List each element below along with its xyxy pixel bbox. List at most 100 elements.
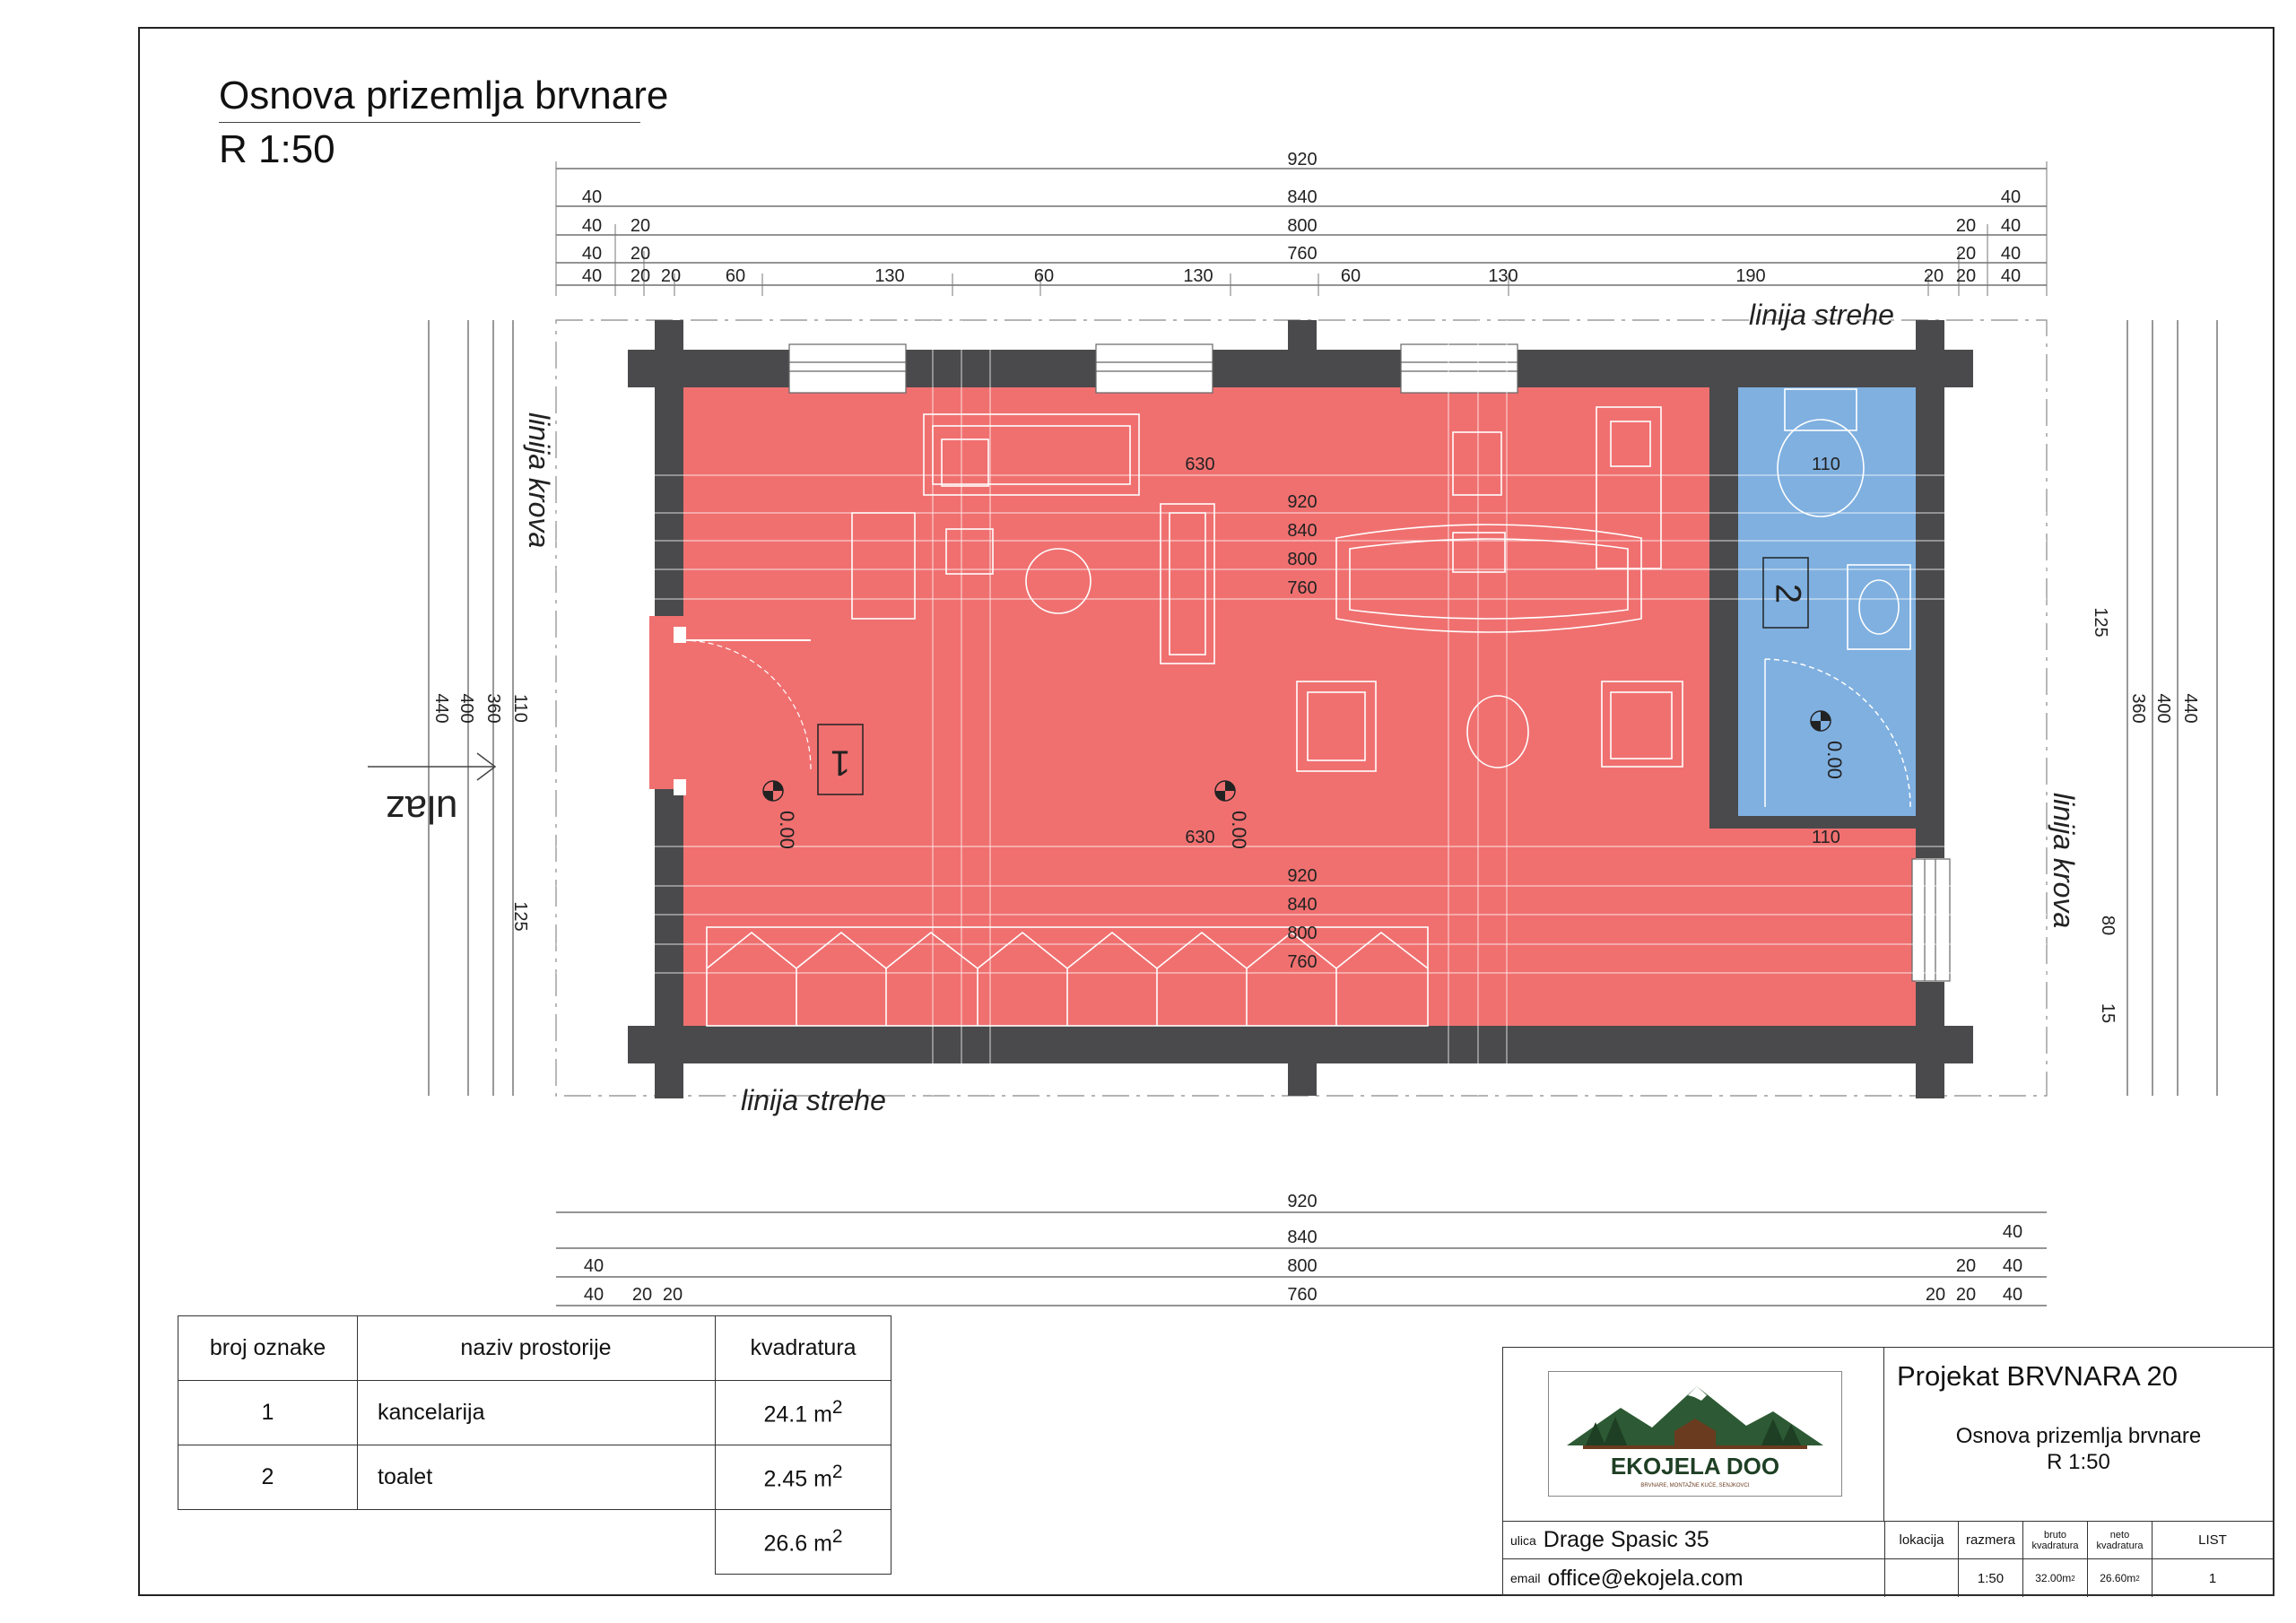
dim-interior-630: 630 <box>1185 455 1214 474</box>
svg-text:20: 20 <box>1956 216 1976 236</box>
svg-text:20: 20 <box>1956 266 1976 286</box>
level-mark-3: 0.00 <box>1823 741 1846 779</box>
level-mark-1: 0.00 <box>776 811 798 849</box>
rooms-header-number: broj oznake <box>178 1315 358 1381</box>
svg-text:130: 130 <box>1183 266 1213 286</box>
svg-text:920: 920 <box>1287 866 1317 886</box>
svg-text:BRVNARE, MONTAŽNE KUĆE, SENJKO: BRVNARE, MONTAŽNE KUĆE, SENJKOVCI <box>1640 1481 1749 1488</box>
svg-text:20: 20 <box>661 266 681 286</box>
svg-text:130: 130 <box>1488 266 1518 286</box>
bottom-dimension-lines <box>556 1211 2047 1306</box>
svg-text:20: 20 <box>632 1285 652 1305</box>
dim-depth-440: 440 <box>431 693 451 723</box>
svg-text:40: 40 <box>582 244 602 264</box>
dim-edge-40: 40 <box>582 187 602 207</box>
svg-text:20: 20 <box>1956 244 1976 264</box>
svg-text:630: 630 <box>1185 828 1214 847</box>
eave-line-label-top: linija strehe <box>1749 299 1894 331</box>
interior-dimension-texts: 630 630 110 110 920 840 800 760 920 840 … <box>1185 455 1840 972</box>
room-number-2: 2 <box>1768 584 1807 603</box>
room-number-1: 1 <box>831 742 850 782</box>
eave-line-label-bottom: linija strehe <box>741 1084 886 1116</box>
svg-text:125: 125 <box>2091 607 2110 637</box>
table-row: 1 kancelarija 24.1 m2 <box>178 1380 891 1445</box>
table-row-total: 26.6 m2 <box>178 1509 891 1575</box>
dim-800: 800 <box>1287 216 1317 236</box>
rooms-header-name: naziv prostorije <box>357 1315 716 1381</box>
svg-text:60: 60 <box>1341 266 1361 286</box>
dim-interior-110: 110 <box>1812 455 1840 474</box>
dim-bottom-760: 760 <box>1287 1285 1317 1305</box>
dim-edge-20: 20 <box>631 216 650 236</box>
dim-depth-360: 360 <box>483 693 503 723</box>
roof-line-label-right: linija krova <box>2048 793 2080 928</box>
title-underline <box>219 122 640 123</box>
entrance-arrow <box>368 752 497 781</box>
project-info-cell: Projekat BRVNARA 20 Osnova prizemlja brv… <box>1884 1348 2273 1522</box>
level-mark-2: 0.00 <box>1228 811 1250 849</box>
dim-920: 920 <box>1287 150 1317 169</box>
svg-text:20: 20 <box>631 266 650 286</box>
dim-840: 840 <box>1287 187 1317 207</box>
svg-text:40: 40 <box>2001 187 2021 207</box>
top-dimension-texts: 920 840 800 760 40 40 40 40 20 20 20 20 … <box>582 150 2021 286</box>
svg-text:40: 40 <box>2003 1285 2022 1305</box>
value-location <box>1884 1559 1958 1597</box>
title-block-row-headers: ulica Drage Spasic 35 lokacija razmera b… <box>1503 1522 2273 1559</box>
svg-text:360: 360 <box>2128 693 2148 723</box>
svg-text:40: 40 <box>584 1256 604 1276</box>
bottom-dimension-texts: 920 840 800 760 40 40 20 20 40 40 40 20 … <box>584 1192 2022 1305</box>
entrance-door <box>649 616 812 795</box>
svg-text:40: 40 <box>2001 244 2021 264</box>
project-name: Projekat BRVNARA 20 <box>1897 1360 2179 1392</box>
room-tags: 1 2 <box>817 557 1809 795</box>
logo-mountains-icon: EKOJELA DOO BRVNARE, MONTAŽNE KUĆE, SENJ… <box>1567 1386 1823 1488</box>
svg-text:400: 400 <box>2153 693 2173 723</box>
svg-text:20: 20 <box>1956 1285 1976 1305</box>
dim-depth-80: 80 <box>2098 916 2118 935</box>
table-row: 2 toalet 2.45 m2 <box>178 1445 891 1510</box>
side-dimension-lines <box>428 320 2218 1096</box>
svg-text:110: 110 <box>1812 828 1840 847</box>
svg-text:20: 20 <box>1956 1256 1976 1276</box>
email-address: email office@ekojela.com <box>1510 1565 1744 1591</box>
rooms-table: broj oznake naziv prostorije kvadratura … <box>178 1315 891 1575</box>
svg-text:40: 40 <box>582 266 602 286</box>
dim-bottom-800: 800 <box>1287 1256 1317 1276</box>
street-address: ulica Drage Spasic 35 <box>1510 1527 1709 1552</box>
header-gross: bruto kvadratura <box>2022 1522 2087 1558</box>
value-sheet: 1 <box>2152 1559 2273 1597</box>
svg-text:20: 20 <box>1926 1285 1945 1305</box>
header-scale: razmera <box>1958 1522 2022 1558</box>
logo-cell: EKOJELA DOO BRVNARE, MONTAŽNE KUĆE, SENJ… <box>1503 1348 1884 1522</box>
header-sheet: LIST <box>2152 1522 2273 1558</box>
side-dimension-texts: 440 400 360 110 125 125 360 400 440 80 1… <box>431 607 2200 1023</box>
svg-text:40: 40 <box>2003 1222 2022 1242</box>
level-markers: 0.00 0.00 0.00 <box>762 710 1846 849</box>
header-net: neto kvadratura <box>2087 1522 2152 1558</box>
dim-depth-110: 110 <box>510 694 530 723</box>
dim-depth-125: 125 <box>510 901 530 931</box>
svg-text:800: 800 <box>1287 550 1317 569</box>
svg-text:800: 800 <box>1287 924 1317 943</box>
dim-depth-400: 400 <box>457 693 476 723</box>
wc-door <box>1764 658 1911 808</box>
svg-text:60: 60 <box>1034 266 1054 286</box>
company-logo: EKOJELA DOO BRVNARE, MONTAŽNE KUĆE, SENJ… <box>1548 1371 1842 1497</box>
svg-text:440: 440 <box>2180 693 2200 723</box>
windows <box>788 343 1951 982</box>
dim-bottom-840: 840 <box>1287 1228 1317 1247</box>
svg-text:20: 20 <box>1924 266 1944 286</box>
svg-text:760: 760 <box>1287 952 1317 972</box>
dim-seg-60: 60 <box>726 266 745 286</box>
plan-labels: linija strehe linija strehe linija krova… <box>386 299 2080 1116</box>
room-wc-floor <box>1738 387 1916 829</box>
interior-dimension-lines <box>556 320 2047 1096</box>
dim-bottom-920: 920 <box>1287 1192 1317 1211</box>
dim-depth-15: 15 <box>2098 1003 2118 1023</box>
rooms-total: 26.6 m2 <box>715 1509 891 1575</box>
